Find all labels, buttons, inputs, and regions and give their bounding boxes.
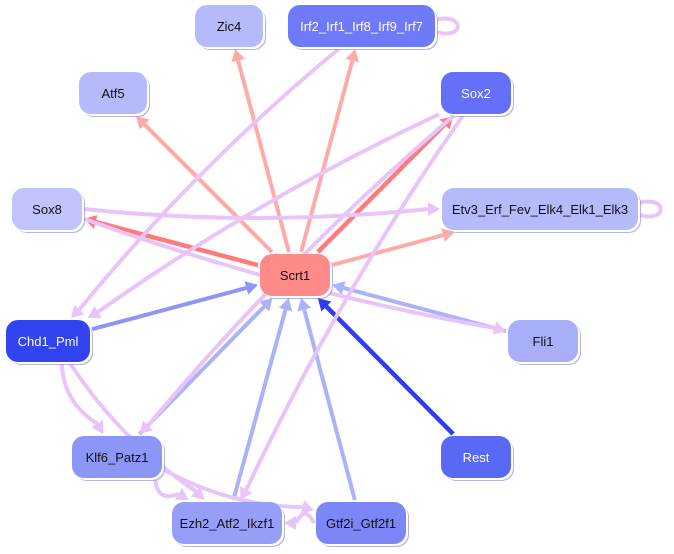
edge-line bbox=[231, 309, 288, 501]
arrowhead bbox=[300, 500, 314, 514]
node-ezh2[interactable]: Ezh2_Atf2_Ikzf1 bbox=[172, 502, 282, 544]
edge-klf6-to-ezh2 bbox=[153, 479, 189, 500]
node-label: Zic4 bbox=[216, 18, 242, 34]
node-chd1[interactable]: Chd1_Pml bbox=[6, 320, 90, 362]
node-label: Scrt1 bbox=[279, 267, 311, 283]
edge-gtf2i-to-ezh2 bbox=[284, 512, 316, 530]
arrowhead bbox=[317, 298, 332, 312]
node-label: Atf5 bbox=[101, 85, 125, 101]
arrowhead bbox=[345, 49, 360, 63]
arrowhead bbox=[278, 298, 293, 312]
edge-line bbox=[294, 512, 316, 524]
node-zic4[interactable]: Zic4 bbox=[195, 5, 263, 47]
node-label: Rest bbox=[462, 449, 490, 465]
arrowhead bbox=[441, 228, 455, 242]
edge-irf-to-irf bbox=[434, 16, 460, 36]
node-klf6[interactable]: Klf6_Patz1 bbox=[72, 436, 162, 478]
edge-line bbox=[331, 233, 444, 267]
edge-line bbox=[299, 60, 355, 253]
node-etv3[interactable]: Etv3_Erf_Fev_Elk4_Elk1_Elk3 bbox=[442, 188, 638, 230]
edge-line bbox=[91, 286, 247, 332]
edge-line bbox=[77, 47, 340, 311]
edge-line bbox=[163, 467, 303, 510]
arrowhead bbox=[70, 304, 85, 318]
edge-line bbox=[324, 304, 455, 436]
edge-klf6-to-gtf2i bbox=[163, 467, 314, 514]
node-label: Sox2 bbox=[461, 85, 491, 101]
node-label: Gtf2i_Gtf2f1 bbox=[325, 515, 397, 531]
node-label: Sox8 bbox=[32, 201, 62, 217]
arrowhead bbox=[240, 486, 253, 500]
edge-line bbox=[83, 207, 429, 220]
node-sox8[interactable]: Sox8 bbox=[12, 188, 82, 230]
edge-line bbox=[236, 60, 291, 253]
arrowhead bbox=[87, 305, 102, 319]
node-sox2[interactable]: Sox2 bbox=[441, 72, 511, 114]
self-loop bbox=[434, 16, 460, 36]
node-label: Chd1_Pml bbox=[17, 333, 79, 349]
edge-line bbox=[244, 114, 465, 491]
arrowhead bbox=[492, 321, 506, 335]
node-label: Ezh2_Atf2_Ikzf1 bbox=[179, 515, 275, 531]
edge-line bbox=[95, 219, 259, 268]
arrowhead bbox=[284, 516, 296, 530]
edge-gtf2i-to-scrt1 bbox=[297, 298, 357, 501]
arrowhead bbox=[259, 298, 273, 312]
node-fli1[interactable]: Fli1 bbox=[508, 320, 578, 362]
arrowhead bbox=[139, 420, 154, 434]
edge-ezh2-to-scrt1 bbox=[231, 298, 293, 501]
edge-rest-to-scrt1 bbox=[317, 298, 455, 436]
edge-chd1-to-scrt1 bbox=[91, 281, 258, 332]
edge-scrt1-to-atf5 bbox=[136, 116, 274, 254]
node-gtf2i[interactable]: Gtf2i_Gtf2f1 bbox=[316, 502, 406, 544]
edge-etv3-to-etv3 bbox=[637, 199, 663, 219]
node-rest[interactable]: Rest bbox=[441, 436, 511, 478]
arrowhead bbox=[174, 487, 189, 500]
edge-scrt1-to-etv3 bbox=[331, 228, 455, 267]
edge-scrt1-to-irf bbox=[299, 49, 360, 253]
node-label: Fli1 bbox=[532, 333, 554, 349]
edge-line bbox=[96, 112, 440, 314]
edge-line bbox=[59, 363, 99, 426]
node-atf5[interactable]: Atf5 bbox=[79, 72, 147, 114]
edge-line bbox=[316, 122, 447, 254]
edge-line bbox=[143, 123, 274, 254]
arrowhead bbox=[91, 420, 104, 434]
edge-irf-to-chd1 bbox=[70, 47, 340, 318]
node-irf[interactable]: Irf2_Irf1_Irf8_Irf9_Irf7 bbox=[288, 5, 435, 47]
self-loop bbox=[637, 199, 663, 219]
edge-sox2-to-chd1 bbox=[87, 112, 440, 319]
node-scrt1[interactable]: Scrt1 bbox=[260, 254, 330, 296]
arrowhead bbox=[332, 281, 346, 295]
node-label: Etv3_Erf_Fev_Elk4_Elk1_Elk3 bbox=[451, 201, 629, 217]
arrowhead bbox=[244, 281, 258, 295]
edge-line bbox=[153, 479, 180, 499]
arrowhead bbox=[136, 116, 150, 130]
arrowhead bbox=[428, 202, 440, 216]
edge-sox2-to-ezh2 bbox=[240, 114, 465, 500]
arrowhead bbox=[190, 486, 205, 500]
edge-scrt1-to-zic4 bbox=[231, 49, 291, 253]
node-label: Klf6_Patz1 bbox=[85, 449, 149, 465]
node-label: Irf2_Irf1_Irf8_Irf9_Irf7 bbox=[300, 18, 423, 34]
arrowhead bbox=[231, 49, 245, 63]
edge-chd1-to-klf6 bbox=[59, 363, 104, 434]
arrowhead bbox=[297, 298, 311, 312]
edge-line bbox=[302, 309, 357, 501]
edge-sox8-to-etv3 bbox=[83, 202, 440, 220]
